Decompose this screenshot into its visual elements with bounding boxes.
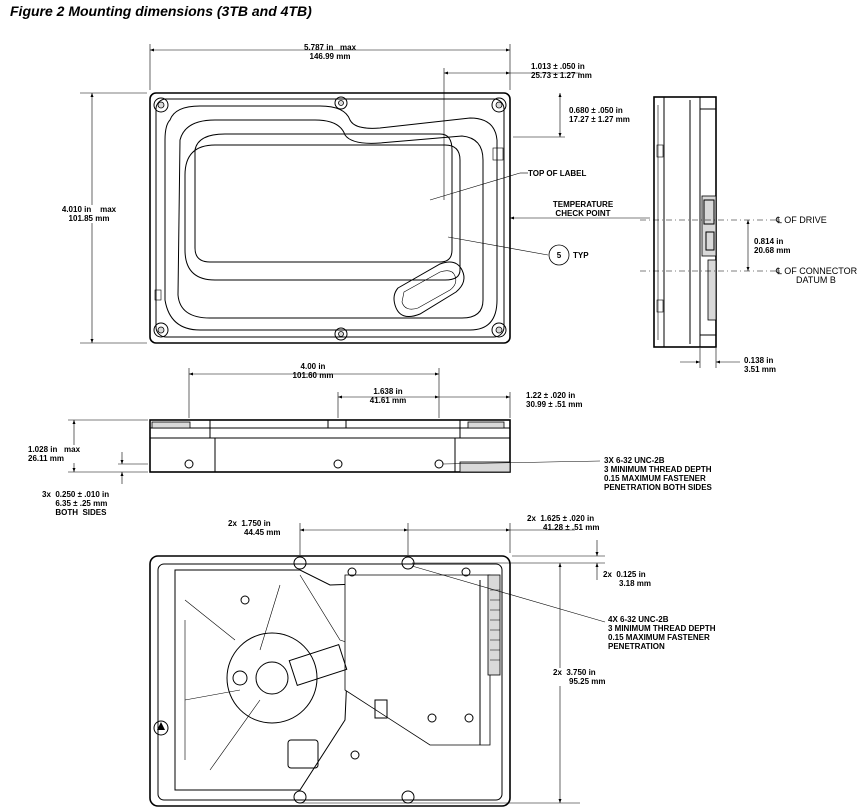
top-of-label-callout: TOP OF LABEL	[528, 169, 587, 178]
side-view-dimensions	[640, 219, 780, 368]
bottom-view-drive	[149, 555, 511, 807]
bottom-view-dimensions	[299, 523, 606, 804]
front-view-dimensions	[68, 368, 601, 484]
mount-hole-icon	[184, 459, 444, 469]
corner-screw-icon	[153, 96, 507, 341]
top-view-dimensions	[80, 44, 650, 344]
side-thread-note: 3X 6-32 UNC-2B 3 MINIMUM THREAD DEPTH 0.…	[604, 456, 712, 492]
bottom-thread-note: 4X 6-32 UNC-2B 3 MINIMUM THREAD DEPTH 0.…	[608, 615, 716, 651]
front-view-drive	[149, 419, 511, 473]
callout-bubble	[548, 244, 570, 266]
top-view-drive	[149, 92, 511, 344]
spindle-hub-icon	[226, 632, 318, 724]
temperature-check-point-label: TEMPERATURE CHECK POINT	[552, 200, 614, 218]
centerline-drive-label: ℄ OF DRIVE	[776, 215, 827, 225]
callout-number: 5	[556, 251, 562, 260]
hole-height-label: 3x 0.250 ± .010 in 6.35 ± .25 mm BOTH SI…	[42, 490, 110, 517]
side-view-drive	[653, 96, 717, 348]
callout-typ-label: TYP	[573, 251, 589, 260]
figure-title: Figure 2 Mounting dimensions (3TB and 4T…	[10, 3, 312, 19]
